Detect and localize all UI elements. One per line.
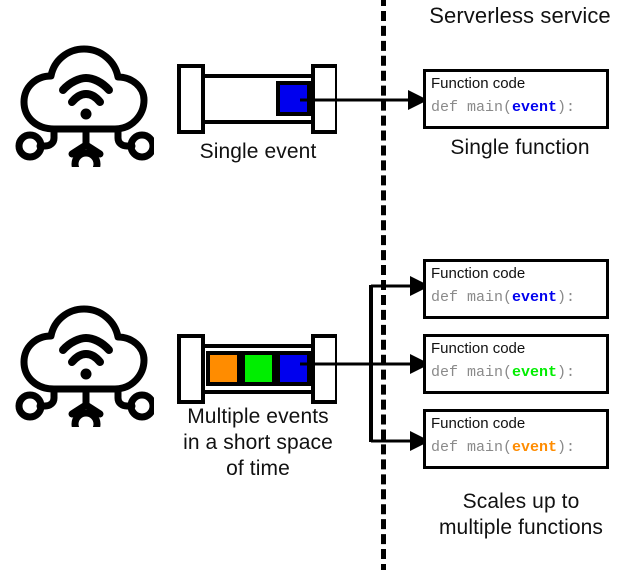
code-arg-event: event [512, 99, 558, 116]
code-arg-event: event [512, 289, 558, 306]
code-prefix: def main( [431, 364, 513, 381]
function-code-box: Function code def main(event): [423, 334, 609, 394]
cloud-wifi-icon [14, 42, 157, 179]
code-prefix: def main( [431, 289, 513, 306]
event-square-blue [276, 351, 311, 386]
function-code-box: Function code def main(event): [423, 409, 609, 469]
code-arg-event: event [512, 439, 558, 456]
event-square-orange [206, 351, 241, 386]
code-prefix: def main( [431, 99, 513, 116]
code-suffix: ): [557, 289, 576, 306]
code-suffix: ): [557, 99, 576, 116]
function-code-title: Function code [431, 265, 526, 282]
function-code-line: def main(event): [431, 438, 606, 458]
flow-arrow-branching [300, 268, 430, 458]
serverless-service-title: Serverless service [429, 3, 611, 28]
function-code-title: Function code [431, 75, 526, 92]
single-event-label: Single event [199, 140, 317, 163]
function-code-line: def main(event): [431, 288, 606, 308]
function-code-box: Function code def main(event): [423, 69, 609, 129]
cloud-wifi-icon [14, 302, 157, 439]
code-arg-event: event [512, 364, 558, 381]
function-code-line: def main(event): [431, 98, 606, 118]
function-code-title: Function code [431, 415, 526, 432]
flow-arrow-single [300, 82, 428, 118]
multiple-events-label: Multiple events in a short space of time [183, 405, 333, 480]
code-suffix: ): [557, 439, 576, 456]
function-code-box: Function code def main(event): [423, 259, 609, 319]
event-square-green [241, 351, 276, 386]
function-code-line: def main(event): [431, 363, 606, 383]
scales-up-label: Scales up to multiple functions [438, 490, 604, 539]
event-pipe-multiple [177, 333, 339, 405]
function-code-title: Function code [431, 340, 526, 357]
code-suffix: ): [557, 364, 576, 381]
single-function-label: Single function [450, 136, 590, 159]
code-prefix: def main( [431, 439, 513, 456]
